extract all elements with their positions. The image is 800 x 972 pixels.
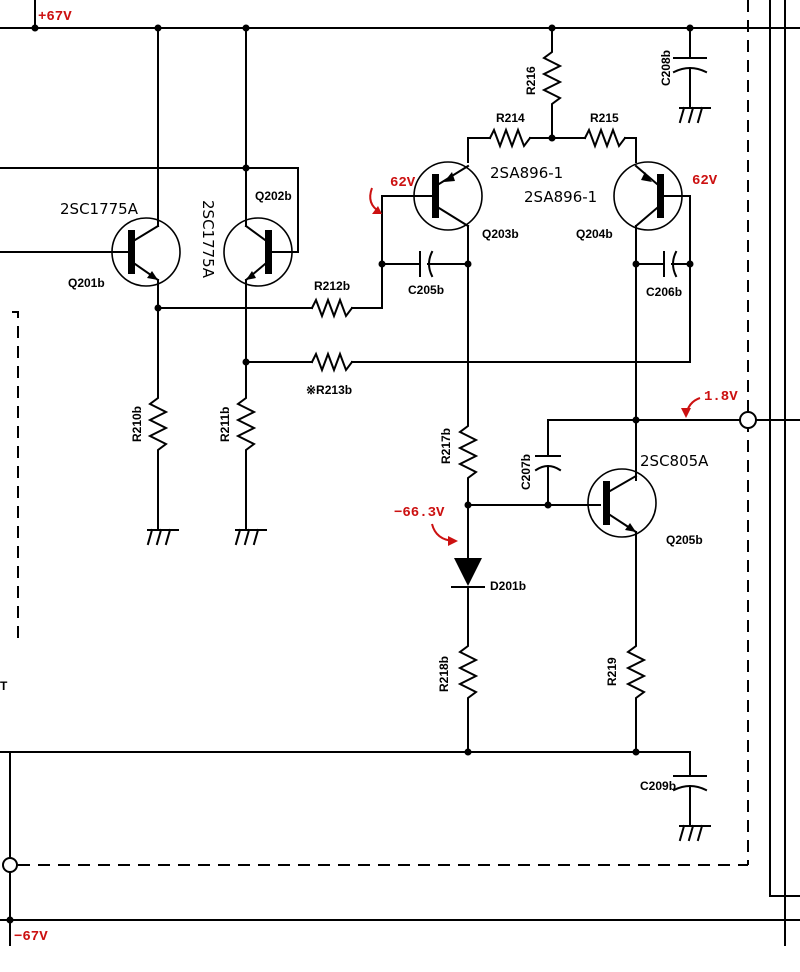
output-terminal bbox=[739, 411, 757, 429]
diode-d201 bbox=[451, 504, 485, 641]
q203-base-voltage: 62V bbox=[390, 175, 416, 191]
q204-base-voltage: 62V bbox=[692, 173, 718, 189]
q203-type: 2SA896-1 bbox=[490, 164, 563, 182]
transistor-q201 bbox=[111, 27, 181, 391]
r211-label: R211b bbox=[218, 407, 232, 442]
capacitor-c209 bbox=[635, 751, 711, 842]
d201-label: D201b bbox=[490, 579, 526, 593]
q205-ref: Q205b bbox=[666, 533, 703, 547]
r218-label: R218b bbox=[437, 656, 451, 692]
r213-label: ※R213b bbox=[306, 383, 352, 397]
transistor-q205 bbox=[587, 468, 657, 641]
r217-label: R217b bbox=[439, 428, 453, 464]
output-voltage: 1.8V bbox=[704, 389, 738, 405]
edge-mark: T bbox=[0, 679, 8, 693]
negative-rail: −67V bbox=[0, 916, 800, 946]
d201-voltage: −66.3V bbox=[394, 505, 445, 521]
c208-label: C208b bbox=[659, 50, 673, 86]
positive-rail: +67V bbox=[0, 0, 800, 32]
c206-label: C206b bbox=[646, 285, 682, 299]
resistor-r216 bbox=[541, 27, 563, 139]
capacitor-c208 bbox=[672, 27, 711, 124]
c205-label: C205b bbox=[408, 283, 444, 297]
input-terminal bbox=[2, 857, 18, 873]
capacitor-c206 bbox=[635, 250, 691, 278]
r215-label: R215 bbox=[590, 111, 619, 125]
r216-label: R216 bbox=[524, 66, 538, 95]
q204-ref: Q204b bbox=[576, 227, 613, 241]
q202-type: 2SC1775A bbox=[199, 200, 217, 279]
transistor-q204 bbox=[613, 161, 691, 481]
transistor-q203 bbox=[381, 161, 483, 421]
r212-label: R212b bbox=[314, 279, 350, 293]
module-boundary bbox=[12, 0, 749, 866]
resistor-r210 bbox=[147, 389, 169, 521]
r210-label: R210b bbox=[130, 406, 144, 442]
q201-type: 2SC1775A bbox=[60, 200, 139, 218]
ground-q202 bbox=[234, 519, 267, 546]
c207-label: C207b bbox=[519, 454, 533, 490]
q203-ref: Q203b bbox=[482, 227, 519, 241]
transistor-q202 bbox=[223, 27, 293, 391]
positive-rail-label: +67V bbox=[38, 9, 72, 25]
capacitor-c205 bbox=[381, 250, 469, 278]
resistor-r217 bbox=[457, 419, 479, 506]
q205-type: 2SC805A bbox=[640, 452, 709, 470]
r219-label: R219 bbox=[605, 657, 619, 686]
r214-label: R214 bbox=[496, 111, 525, 125]
resistor-r218 bbox=[457, 639, 479, 753]
c209-label: C209b bbox=[640, 779, 676, 793]
capacitor-c207 bbox=[534, 419, 562, 506]
negative-rail-label: −67V bbox=[14, 929, 48, 945]
q204-type: 2SA896-1 bbox=[524, 188, 597, 206]
resistor-r219 bbox=[625, 639, 647, 753]
resistor-r211 bbox=[235, 389, 257, 521]
ground-q201 bbox=[146, 519, 179, 546]
q202-ref: Q202b bbox=[255, 189, 292, 203]
q201-ref: Q201b bbox=[68, 276, 105, 290]
